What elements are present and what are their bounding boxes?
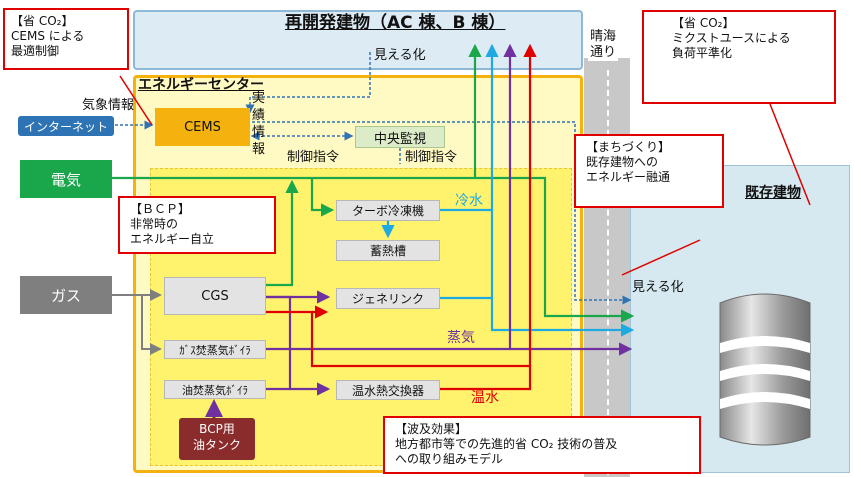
steam-label: 蒸気: [447, 330, 475, 346]
internet-box: インターネット: [18, 116, 114, 136]
gas-boiler-label: ｶﾞｽ焚蒸気ﾎﾞｲﾗ: [179, 343, 251, 357]
control-command-label-2: 制御指令: [405, 150, 458, 165]
control-command-label-1: 制御指令: [287, 150, 340, 165]
oil-boiler-box: 油焚蒸気ﾎﾞｲﾗ: [164, 380, 266, 399]
internet-label: インターネット: [23, 119, 108, 134]
visualization-right-label: 見える化: [632, 280, 684, 295]
callout-bcp: 【ＢＣＰ】非常時のエネルギー自立: [118, 196, 276, 254]
redevelopment-building-area: [133, 10, 583, 70]
visualization-top-label: 見える化: [374, 48, 426, 63]
redevelopment-building-label: 再開発建物（AC 棟、B 棟）: [285, 13, 506, 33]
hot-water-exchanger-box: 温水熱交換器: [336, 380, 440, 400]
road-center-line: [607, 70, 609, 475]
gas-label: ガス: [50, 286, 81, 305]
electricity-label: 電気: [50, 170, 81, 189]
central-monitor-box: 中央監視: [355, 126, 445, 148]
existing-building-label: 既存建物: [745, 185, 801, 201]
chilled-water-label: 冷水: [455, 193, 483, 209]
road-label: 晴海通り: [588, 28, 619, 62]
genelink-label: ジェネリンク: [351, 292, 424, 306]
cems-label: CEMS: [184, 119, 221, 135]
electricity-box: 電気: [20, 160, 112, 198]
cgs-box: CGS: [164, 277, 266, 315]
callout-cems-optimization: 【省 CO₂】CEMS による最適制御: [3, 8, 129, 70]
oil-boiler-label: 油焚蒸気ﾎﾞｲﾗ: [182, 383, 248, 397]
energy-center-label: エネルギーセンター: [138, 77, 264, 93]
weather-info-label: 気象情報: [82, 98, 135, 113]
thermal-storage-label: 蓄熱槽: [369, 244, 406, 258]
cgs-label: CGS: [201, 288, 229, 304]
record-info-label: 実績 情報: [252, 91, 266, 157]
thermal-storage-box: 蓄熱槽: [336, 240, 440, 261]
callout-town-development: 【まちづくり】既存建物へのエネルギー融通: [574, 134, 724, 208]
hot-water-exchanger-label: 温水熱交換器: [351, 383, 424, 398]
gas-boiler-box: ｶﾞｽ焚蒸気ﾎﾞｲﾗ: [164, 340, 266, 359]
genelink-box: ジェネリンク: [336, 288, 440, 309]
turbo-chiller-box: ターボ冷凍機: [336, 200, 440, 221]
bcp-oil-tank-box: BCP用油タンク: [179, 418, 255, 460]
turbo-chiller-label: ターボ冷凍機: [351, 204, 424, 218]
cems-box: CEMS: [155, 108, 250, 146]
gas-box: ガス: [20, 276, 112, 314]
existing-building-icon: [719, 293, 811, 446]
callout-ripple-effect: 【波及効果】地方都市等での先進的省 CO₂ 技術の普及への取り組みモデル: [383, 416, 701, 474]
callout-mixed-use: 【省 CO₂】ミクストユースによる負荷平準化: [642, 10, 836, 104]
central-monitor-label: 中央監視: [373, 131, 426, 147]
hot-water-label: 温水: [471, 390, 499, 406]
